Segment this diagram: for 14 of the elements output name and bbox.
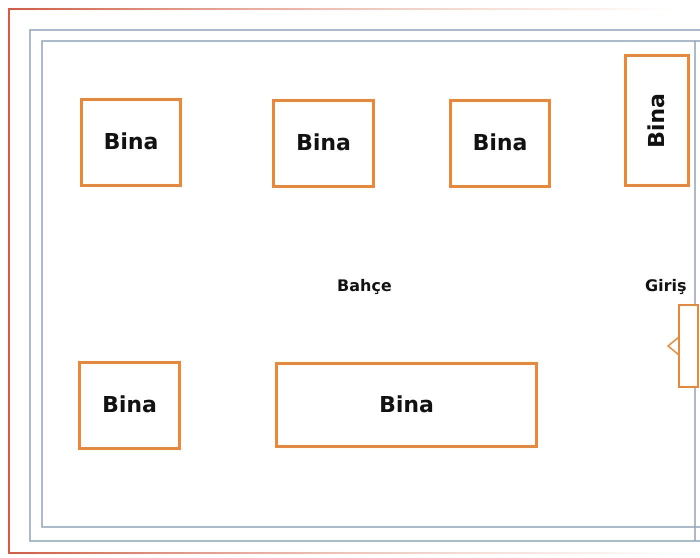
building-label: Bina <box>102 393 157 418</box>
building-label: Bina <box>472 131 528 156</box>
building-label: Bina <box>104 130 158 155</box>
building-label: Bina <box>644 93 670 148</box>
building-box <box>78 361 181 450</box>
building-box <box>624 54 690 187</box>
building-box <box>449 99 551 188</box>
building-box <box>80 98 182 187</box>
building-label: Bina <box>379 392 434 418</box>
garden-label: Bahçe <box>337 276 392 295</box>
building-box <box>272 99 375 188</box>
building-label: Bina <box>296 131 351 156</box>
entrance-label: Giriş <box>645 276 687 295</box>
building-box <box>275 362 538 448</box>
